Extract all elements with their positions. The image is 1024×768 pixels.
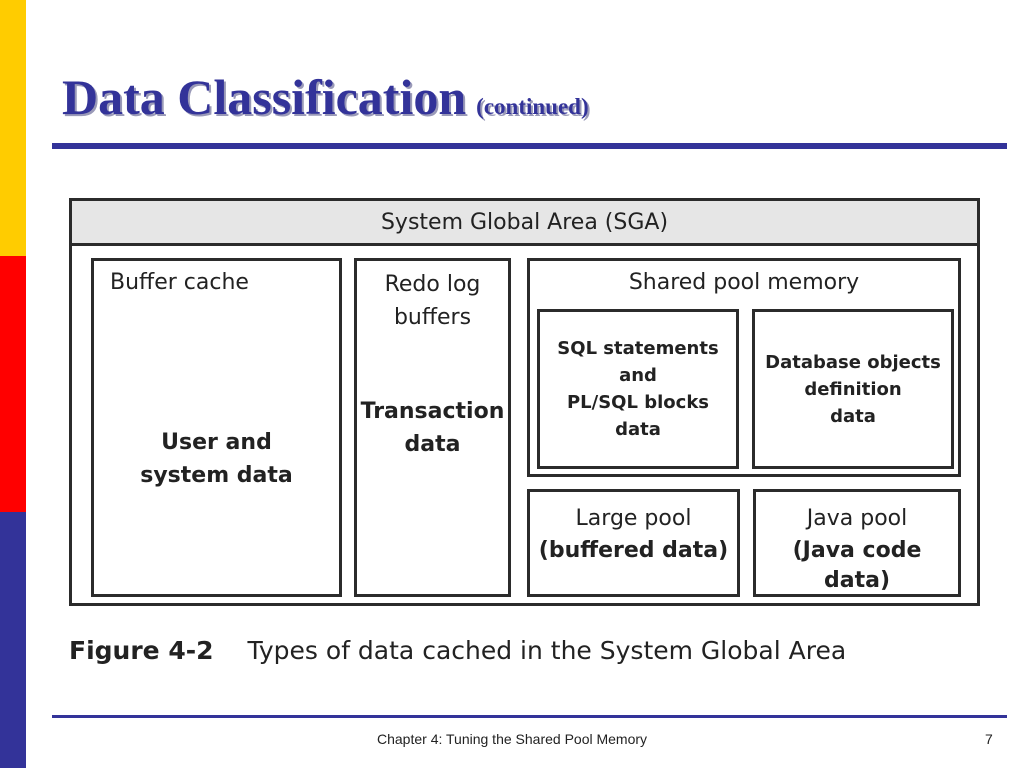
side-bar-yellow <box>0 0 26 256</box>
java-pool-label: Java pool <box>806 506 908 531</box>
sga-header: System Global Area (SGA) <box>72 201 977 246</box>
redo-log-desc-line1: Transaction <box>360 399 505 424</box>
figure-caption-text: Types of data cached in the System Globa… <box>247 636 847 665</box>
buffer-cache-desc-line2: system data <box>140 463 293 488</box>
footer-chapter-title: Chapter 4: Tuning the Shared Pool Memory <box>377 731 648 747</box>
sql-line4: data <box>615 419 661 440</box>
redo-log-box: Redo log buffers Transaction data <box>354 258 511 597</box>
redo-log-label-line1: Redo log <box>384 272 481 297</box>
buffer-cache-label: Buffer cache <box>110 270 249 295</box>
redo-log-desc-line2: data <box>404 432 461 457</box>
database-objects-box: Database objects definition data <box>752 309 954 469</box>
sql-statements-desc: SQL statements and PL/SQL blocks data <box>540 312 736 466</box>
buffer-cache-desc-line1: User and <box>161 430 272 455</box>
shared-pool-label: Shared pool memory <box>628 270 860 295</box>
java-pool-box: Java pool (Java code data) <box>753 489 961 597</box>
sga-diagram: System Global Area (SGA) Buffer cache Us… <box>69 198 980 606</box>
title-main: Data Classification <box>62 69 467 125</box>
sql-line2: and <box>619 365 657 386</box>
sql-statements-box: SQL statements and PL/SQL blocks data <box>537 309 739 469</box>
title-suffix: (continued) <box>476 94 589 119</box>
redo-log-label: Redo log buffers <box>357 268 508 334</box>
large-pool-box: Large pool (buffered data) <box>527 489 740 597</box>
side-bar-red <box>0 256 26 512</box>
large-pool-label: Large pool <box>575 506 692 531</box>
db-line2: definition <box>804 378 902 400</box>
sql-line3: PL/SQL blocks <box>566 392 709 413</box>
side-bar-blue <box>0 512 26 768</box>
buffer-cache-desc: User and system data <box>94 426 339 492</box>
shared-pool-box: Shared pool memory SQL statements and PL… <box>527 258 961 477</box>
redo-log-label-line2: buffers <box>393 305 472 330</box>
buffer-cache-box: Buffer cache User and system data <box>91 258 342 597</box>
slide-title: Data Classification (continued) <box>62 68 589 138</box>
title-underline <box>52 143 1007 149</box>
figure-caption: Figure 4-2 Types of data cached in the Sy… <box>69 636 846 665</box>
db-line3: data <box>830 405 876 427</box>
figure-number: Figure 4-2 <box>69 636 214 665</box>
large-pool-desc: (buffered data) <box>538 538 729 563</box>
java-pool-desc: (Java code data) <box>792 538 922 593</box>
footer-rule <box>52 715 1007 718</box>
redo-log-desc: Transaction data <box>357 395 508 461</box>
database-objects-desc: Database objects definition data <box>755 312 951 466</box>
page-number: 7 <box>985 731 993 747</box>
db-line1: Database objects <box>765 351 941 373</box>
sql-line1: SQL statements <box>557 338 719 359</box>
